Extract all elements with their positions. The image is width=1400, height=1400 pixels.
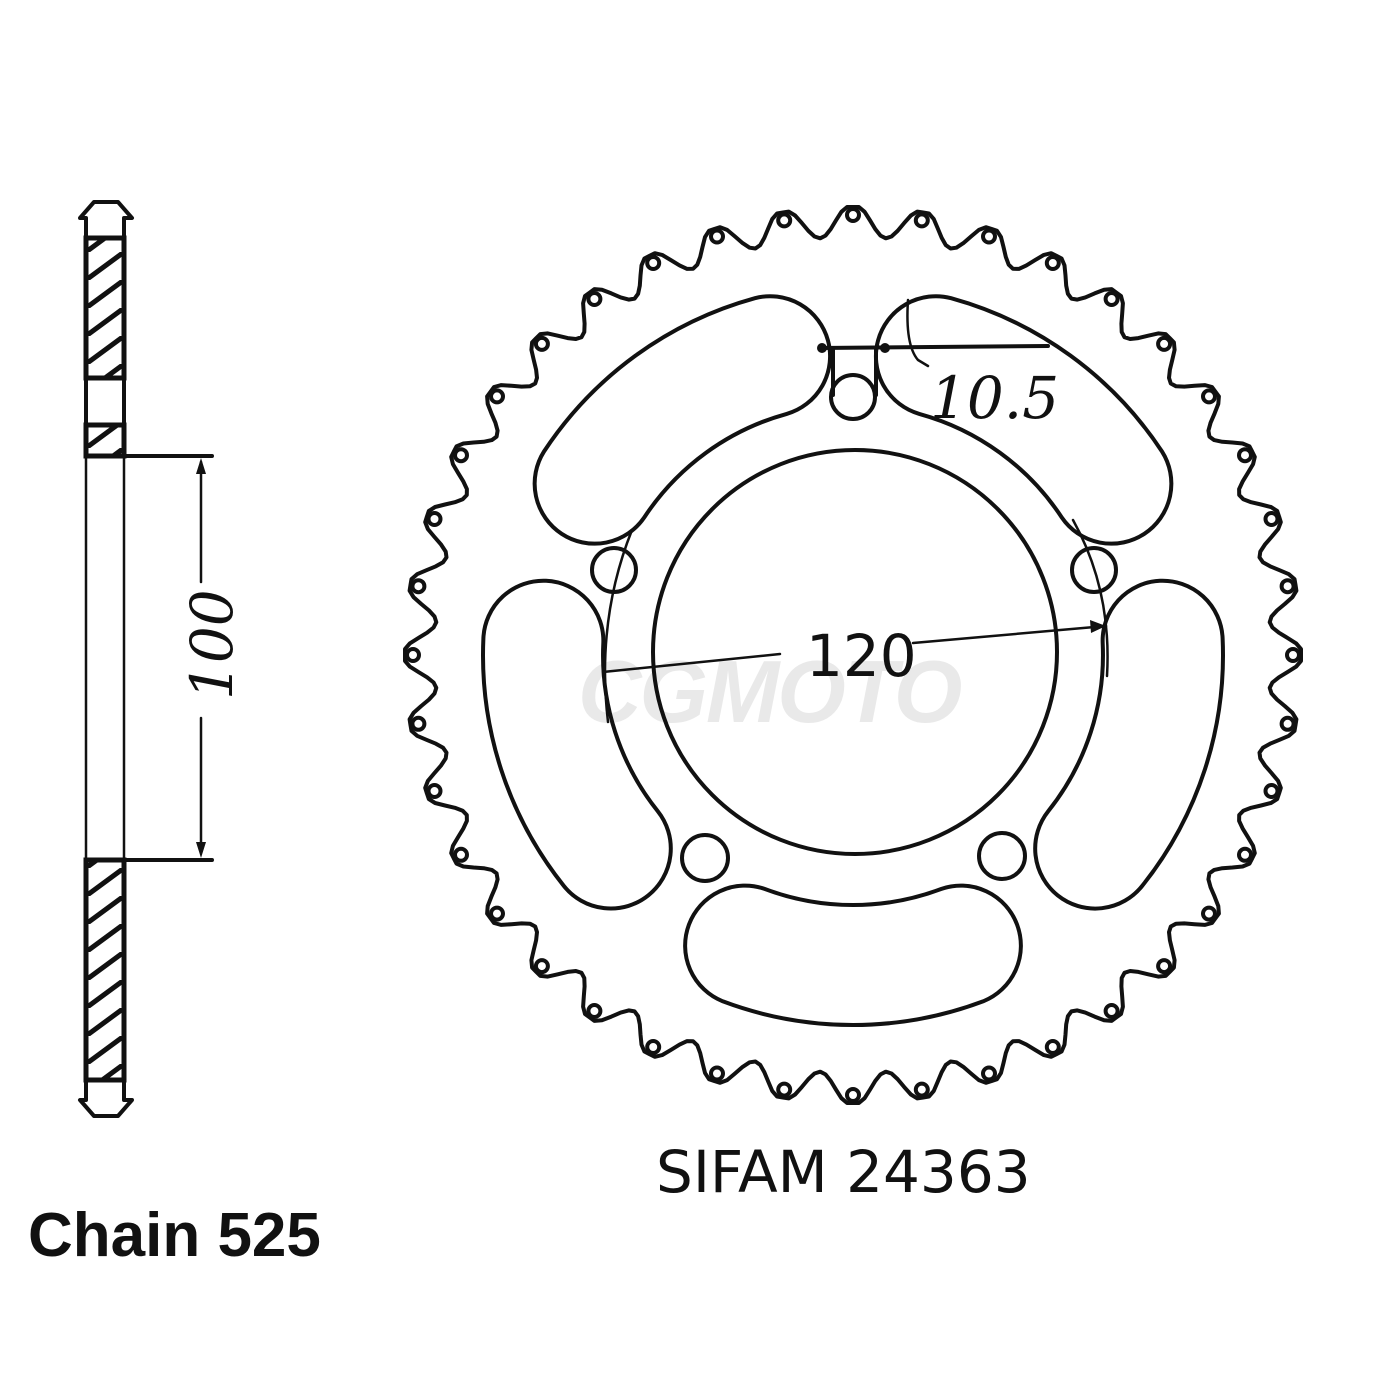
bolt-circle-arc-right	[1071, 518, 1109, 678]
tooth-tip-hole	[453, 447, 469, 464]
tooth-tip-hole	[489, 905, 505, 922]
dim-hole-leader	[906, 298, 930, 368]
tooth-tip-hole	[1285, 647, 1301, 663]
bolt-hole-lower-right	[977, 831, 1027, 881]
tooth-tip-hole	[1237, 846, 1253, 863]
window-cutout	[873, 294, 1174, 546]
profile-top-tip	[78, 200, 134, 240]
tooth-tip-hole	[1103, 1003, 1120, 1019]
window-cutout	[683, 883, 1023, 1027]
tooth-tip-hole	[1044, 1039, 1061, 1055]
profile-band-hatch	[83, 422, 127, 459]
tooth-tip-hole	[1279, 715, 1296, 732]
arrow-right-icon	[1090, 620, 1106, 633]
profile-bottom-tip	[78, 1078, 134, 1118]
tooth-tip-hole	[709, 228, 725, 245]
tooth-tip-hole	[776, 212, 793, 229]
dim-hole-dot-right	[880, 343, 890, 353]
dim-bolt-circle: 120	[806, 622, 917, 690]
dim-bolt-circle-line-left	[601, 652, 782, 674]
dim-hole-dot-left	[817, 343, 827, 353]
tooth-tip-hole	[1201, 905, 1217, 922]
arrow-up-icon	[196, 458, 206, 474]
dim-bolt-hole: 10.5	[930, 364, 1059, 432]
tooth-tip-hole	[981, 228, 997, 245]
tooth-tip-hole	[1263, 783, 1280, 799]
tooth-tip-hole	[1156, 958, 1173, 975]
tooth-tip-hole	[426, 511, 443, 527]
arrow-down-icon	[196, 842, 206, 858]
tooth-tip-hole	[1201, 388, 1217, 405]
tooth-tip-hole	[1044, 255, 1061, 271]
tooth-tip-hole	[845, 1087, 861, 1103]
tooth-tip-hole	[405, 647, 421, 663]
profile-gap	[84, 376, 126, 427]
tooth-tip-hole	[776, 1081, 793, 1098]
tooth-tip-hole	[913, 1081, 930, 1098]
tooth-tip-hole	[533, 335, 550, 352]
chain-label: Chain 525	[28, 1201, 321, 1270]
tooth-tip-hole	[1263, 511, 1280, 527]
window-cutout	[532, 294, 833, 546]
tooth-tip-hole	[981, 1065, 997, 1082]
dim-bolt-circle-line-right	[911, 624, 1108, 645]
tooth-tip-hole	[410, 578, 427, 595]
watermark-text: CGMOTO	[578, 642, 961, 741]
bolt-hole-lower-left	[680, 833, 730, 883]
dim-center-bore: 100	[178, 589, 246, 700]
tooth-tip-hole	[1156, 335, 1173, 352]
tooth-tip-hole	[1237, 447, 1253, 464]
tooth-tip-hole	[586, 291, 603, 307]
sprocket-face: 10.5 120	[403, 205, 1303, 1105]
tooth-tip-hole	[845, 207, 861, 223]
center-bore	[651, 448, 1059, 856]
window-cutout	[1033, 578, 1225, 911]
lightening-windows	[481, 294, 1225, 1027]
tooth-tip-hole	[533, 958, 550, 975]
profile-top-hatch	[83, 235, 127, 381]
tooth-tip-hole	[645, 255, 662, 271]
bolt-hole-top	[829, 373, 877, 421]
tooth-tip-hole	[1103, 291, 1120, 307]
tooth-tip-hole	[1279, 578, 1296, 595]
tooth-tip-hole	[489, 388, 505, 405]
bolt-circle-arc-left	[603, 528, 634, 724]
side-profile: 100	[78, 200, 246, 1118]
tooth-tip-hole	[709, 1065, 725, 1082]
window-cutout	[481, 578, 673, 911]
tooth-tip-hole	[453, 846, 469, 863]
tooth-tip-hole	[645, 1039, 662, 1055]
bolt-hole-right	[1070, 546, 1118, 594]
tooth-tip-hole	[410, 715, 427, 732]
tooth-tip-hole	[426, 783, 443, 799]
reference-label: SIFAM 24363	[656, 1138, 1031, 1206]
tooth-tip-hole	[586, 1003, 603, 1019]
profile-bottom-hatch	[83, 857, 127, 1083]
tooth-tip-hole	[913, 212, 930, 229]
dim-hole-line	[818, 344, 1050, 350]
tooth-tip-holes	[405, 207, 1301, 1103]
